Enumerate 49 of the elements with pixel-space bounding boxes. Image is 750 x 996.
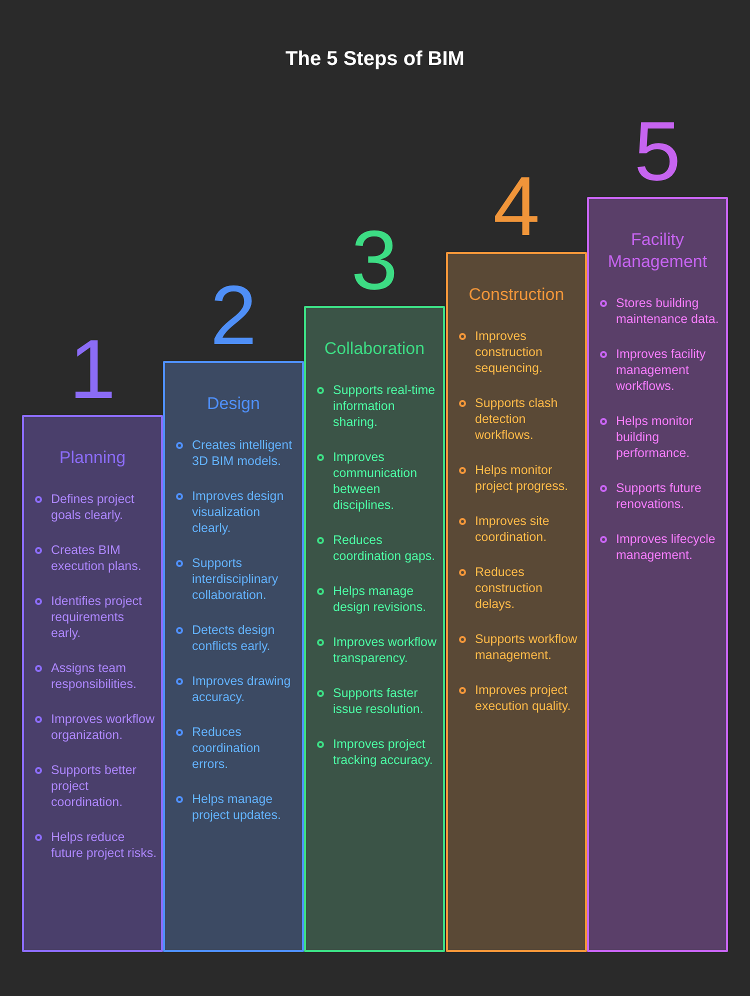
step-column: [163, 361, 304, 952]
step-number: 1: [68, 327, 117, 411]
bullet-text: Improves workflow organization.: [51, 711, 156, 743]
bullet-text: Reduces coordination errors.: [192, 724, 262, 772]
bullet-text: Reduces coordination gaps.: [333, 532, 436, 564]
bullet-text: Improves construction sequencing.: [475, 328, 544, 376]
bullet-text: Stores building maintenance data.: [616, 295, 720, 327]
bullet-text: Supports future renovations.: [616, 480, 702, 512]
bullet-text: Improves lifecycle management.: [616, 531, 716, 563]
bullet-text: Supports faster issue resolution.: [333, 685, 424, 717]
bullet-text: Improves facility management workflows.: [616, 346, 707, 394]
step-column: [587, 197, 728, 952]
step-heading: Facility Management: [606, 229, 708, 273]
step-heading: Construction: [468, 284, 566, 306]
bullet-text: Improves workflow transparency.: [333, 634, 438, 666]
bullet-text: Assigns team responsibilities.: [51, 660, 138, 692]
bullet-text: Reduces construction delays.: [475, 564, 544, 612]
bullet-text: Helps monitor project progress.: [475, 462, 570, 494]
bullet-text: Improves design visualization clearly.: [192, 488, 285, 536]
bullet-text: Creates intelligent 3D BIM models.: [192, 437, 294, 469]
bullet-text: Supports workflow management.: [475, 631, 578, 663]
step-column: [304, 306, 445, 952]
step-column: [22, 415, 163, 952]
step-number: 4: [492, 164, 541, 248]
bullet-text: Defines project goals clearly.: [51, 491, 136, 523]
step-number: 2: [209, 273, 258, 357]
bullet-text: Improves site coordination.: [475, 513, 550, 545]
bullet-text: Helps reduce future project risks.: [51, 829, 157, 861]
title: The 5 Steps of BIM: [284, 47, 466, 72]
step-column: [446, 252, 587, 952]
bullet-text: Improves project execution quality.: [475, 682, 572, 714]
step-heading: Planning: [58, 447, 127, 469]
bullet-text: Creates BIM execution plans.: [51, 542, 142, 574]
bullet-text: Supports interdisciplinary collaboration.: [192, 555, 280, 603]
bullet-text: Improves communication between disciplines.: [333, 449, 418, 513]
bullet-text: Helps monitor building performance.: [616, 413, 694, 461]
bullet-text: Helps manage design revisions.: [333, 583, 428, 615]
step-heading: Collaboration: [323, 338, 426, 360]
step-heading: Design: [206, 393, 261, 415]
step-number: 5: [633, 109, 682, 193]
bullet-text: Supports real-time information sharing.: [333, 382, 436, 430]
bullet-text: Identifies project requirements early.: [51, 593, 144, 641]
step-number: 3: [350, 218, 399, 302]
bullet-text: Detects design conflicts early.: [192, 622, 276, 654]
bullet-text: Helps manage project updates.: [192, 791, 282, 823]
bullet-text: Improves drawing accuracy.: [192, 673, 292, 705]
bullet-text: Improves project tracking accuracy.: [333, 736, 434, 768]
bullet-text: Supports better project coordination.: [51, 762, 138, 810]
bullet-text: Supports clash detection workflows.: [475, 395, 559, 443]
